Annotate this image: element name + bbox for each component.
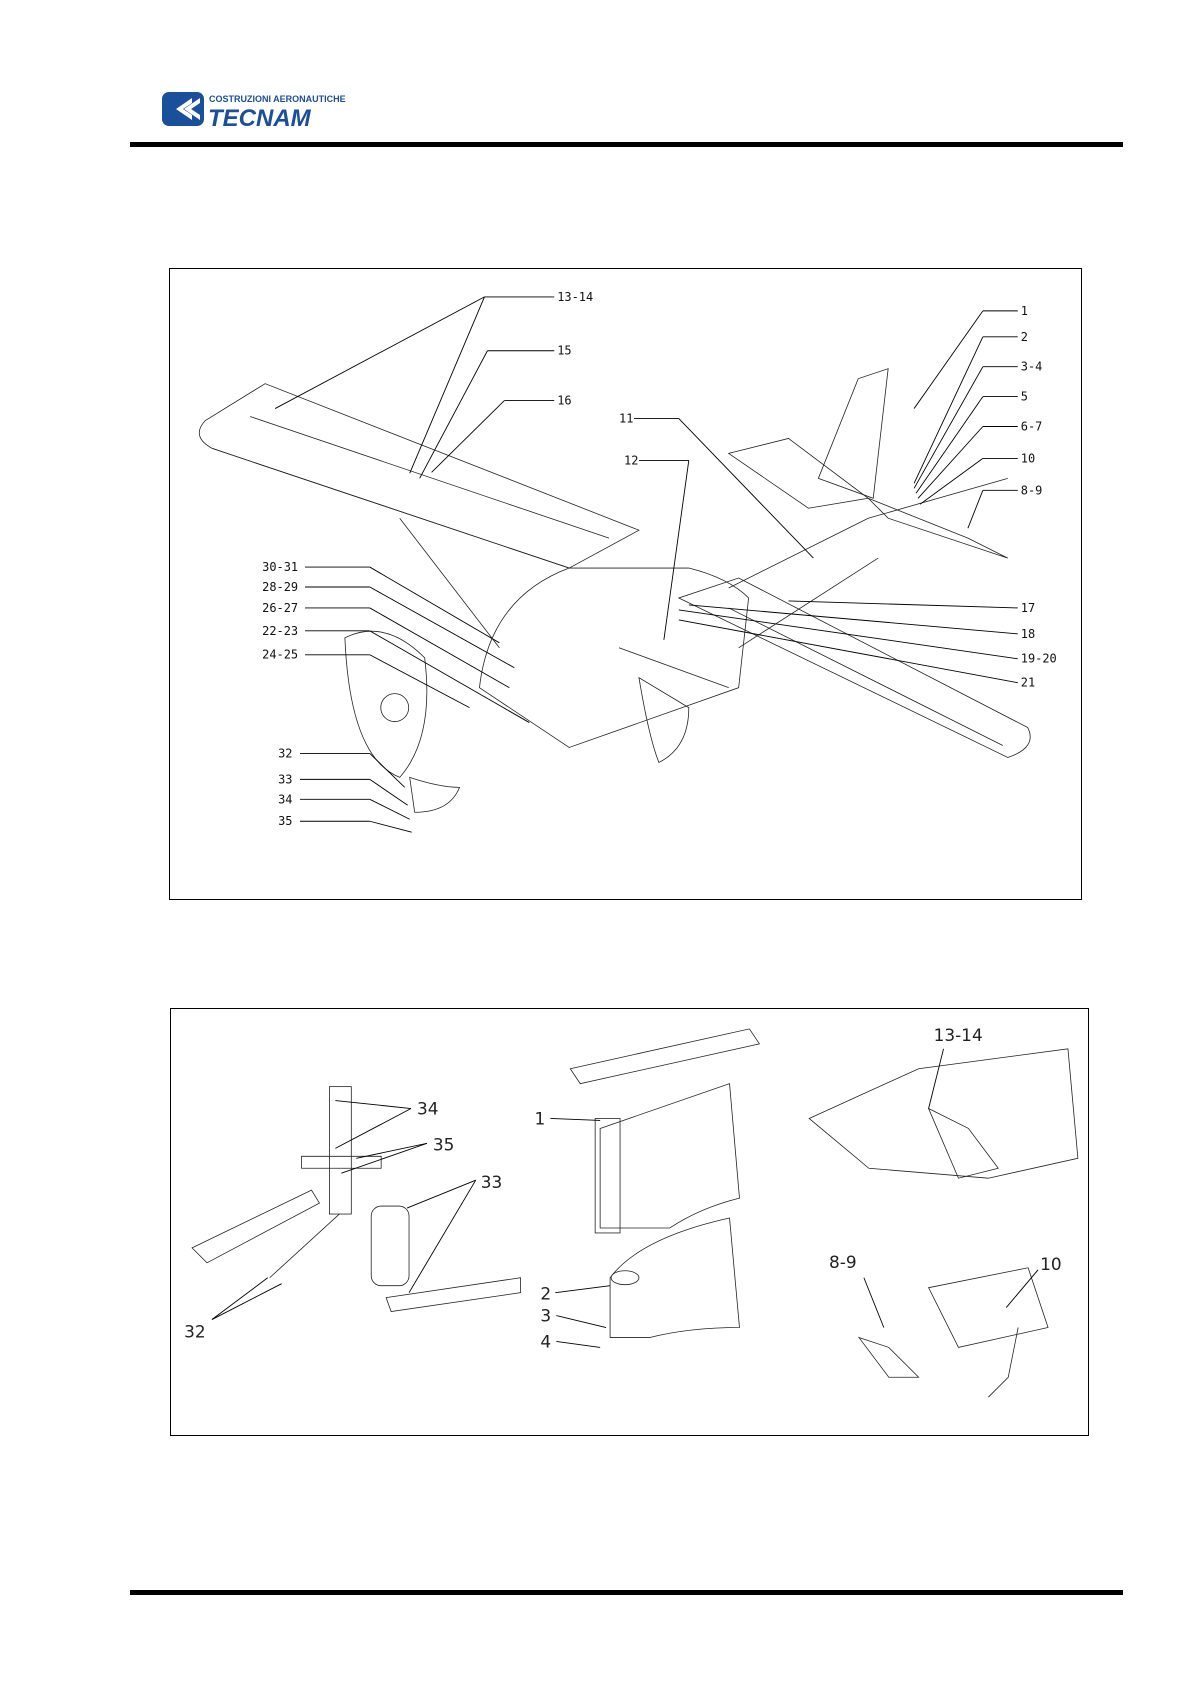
callout-13-14: 13-14 <box>557 290 593 304</box>
detail-callout-10: 10 <box>1040 1254 1062 1274</box>
logo-name: TECNAM <box>208 105 312 130</box>
detail-callout-35: 35 <box>433 1134 455 1154</box>
tecnam-logo: COSTRUZIONI AERONAUTICHE TECNAM <box>162 88 348 130</box>
callout-10: 10 <box>1021 451 1035 465</box>
detail-callout-13-14: 13-14 <box>934 1025 983 1045</box>
callout-15: 15 <box>557 344 571 358</box>
callout-35: 35 <box>278 814 292 828</box>
callout-28-29: 28-29 <box>262 580 298 594</box>
callout-8-9: 8-9 <box>1021 483 1043 497</box>
aircraft-drawing <box>199 369 1030 813</box>
callout-1: 1 <box>1021 304 1028 318</box>
callout-24-25: 24-25 <box>262 648 298 662</box>
header-rule <box>130 142 1123 147</box>
detail-callout-4: 4 <box>540 1331 551 1351</box>
callout-16: 16 <box>557 394 571 408</box>
callout-12: 12 <box>624 453 638 467</box>
callout-33: 33 <box>278 772 292 786</box>
detail-callout-3: 3 <box>540 1306 551 1326</box>
callout-26-27: 26-27 <box>262 601 298 615</box>
logo-line1: COSTRUZIONI AERONAUTICHE <box>209 94 346 104</box>
detail-callout-2: 2 <box>540 1284 551 1304</box>
callout-19-20: 19-20 <box>1021 652 1057 666</box>
callout-6-7: 6-7 <box>1021 419 1043 433</box>
callout-22-23: 22-23 <box>262 624 298 638</box>
callout-30-31: 30-31 <box>262 560 298 574</box>
detail-callout-33: 33 <box>481 1172 503 1192</box>
callout-11: 11 <box>619 412 633 426</box>
detail-drawings <box>192 1029 1078 1397</box>
detail-callout-8-9: 8-9 <box>829 1252 857 1272</box>
detail-callout-1: 1 <box>534 1108 545 1128</box>
callout-5: 5 <box>1021 390 1028 404</box>
footer-rule <box>130 1590 1123 1595</box>
callout-18: 18 <box>1021 627 1035 641</box>
callout-2: 2 <box>1021 330 1028 344</box>
callout-3-4: 3-4 <box>1021 360 1043 374</box>
detail-callout-34: 34 <box>417 1099 439 1119</box>
component-details-figure: 34 35 33 32 1 2 3 4 <box>170 1008 1089 1436</box>
aircraft-overview-figure: 13-14 15 16 11 12 1 2 3-4 5 6-7 <box>169 268 1082 900</box>
detail-callout-32: 32 <box>184 1321 206 1341</box>
callouts-right: 1 2 3-4 5 6-7 10 8-9 17 18 19-20 21 <box>679 304 1057 690</box>
callout-17: 17 <box>1021 601 1035 615</box>
callout-32: 32 <box>278 746 292 760</box>
callout-34: 34 <box>278 792 292 806</box>
callouts-left: 30-31 28-29 26-27 22-23 24-25 32 33 34 3… <box>262 560 529 832</box>
callout-21: 21 <box>1021 676 1035 690</box>
